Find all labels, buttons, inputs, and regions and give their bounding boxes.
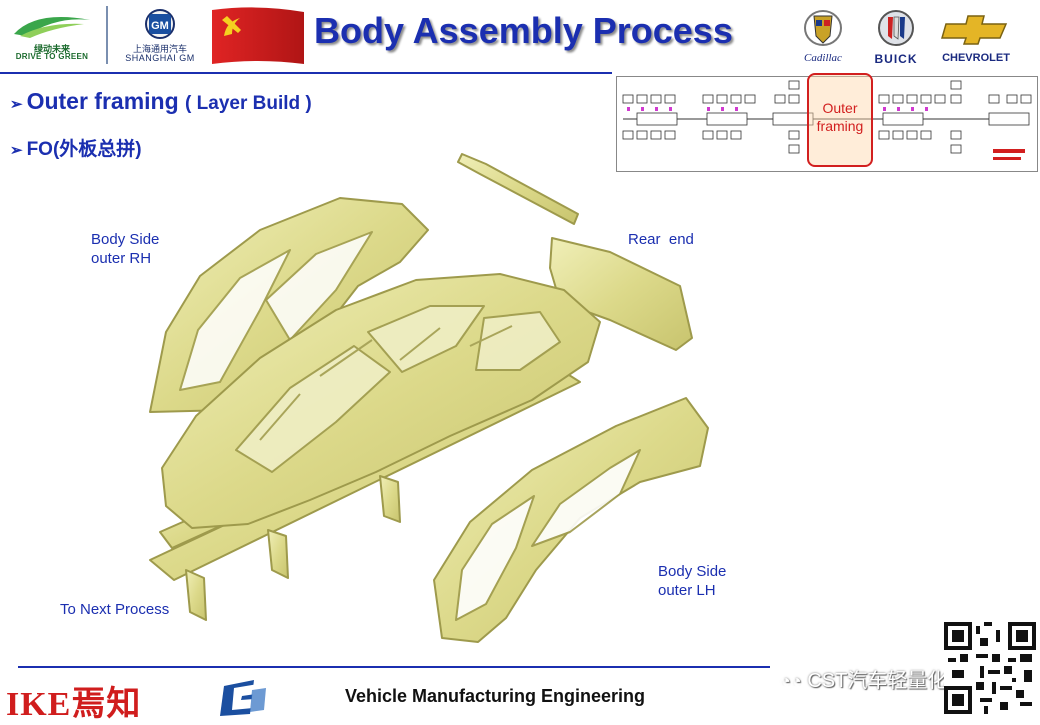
footer-rule	[18, 666, 770, 668]
page-title: Body Assembly Process	[314, 10, 733, 51]
highlight-label-framing: framing	[816, 118, 864, 134]
header-divider	[106, 6, 108, 64]
footer-center-text: Vehicle Manufacturing Engineering	[345, 686, 646, 706]
logo-left-tagline: DRIVE TO GREEN	[15, 52, 89, 61]
label-body-side-lh: Body Side outer LH	[658, 562, 726, 600]
bullet-1-main: Outer framing	[26, 88, 179, 114]
highlight-label-outer: Outer	[822, 100, 858, 116]
header-rule	[0, 72, 612, 74]
process-flow-diagram	[622, 80, 1032, 160]
green-car-swoosh-icon	[14, 17, 90, 38]
party-flag-icon	[212, 7, 304, 64]
label-body-side-rh: Body Side outer RH	[91, 230, 159, 268]
brand-buick-label: BUICK	[874, 52, 918, 66]
label-body-side-lh-line1: Body Side	[658, 563, 727, 580]
logo-sgm-english: SHANGHAI GM	[125, 53, 195, 63]
shanghai-gm-logo: GM 上海通用汽车 SHANGHAI GM	[112, 8, 208, 64]
label-body-side-rh-line2: outer RH	[91, 250, 152, 267]
label-next-process: To Next Process	[60, 601, 170, 618]
cadillac-crest-icon	[804, 10, 842, 46]
bullet-arrow-icon: ➢	[10, 96, 23, 113]
ike-logo: IKE焉知	[6, 686, 142, 723]
brand-cadillac: Cadillac	[792, 8, 854, 66]
bullet-outer-framing: ➢Outer framing ( Layer Build )	[10, 88, 312, 115]
svg-text:GM: GM	[151, 20, 169, 32]
body-in-white-illustration	[149, 153, 709, 643]
qr-code-icon	[944, 622, 1036, 714]
bullet-arrow-icon: ➢	[10, 142, 23, 159]
label-rear-end: Rear end	[628, 231, 694, 248]
gm-badge-icon: GM	[145, 9, 175, 39]
drive-to-green-logo: 绿动未来 DRIVE TO GREEN	[6, 8, 98, 64]
label-body-side-lh-line2: outer LH	[658, 582, 716, 599]
watermark-text: CST汽车轻量化	[807, 670, 948, 692]
bullet-fo: ➢FO(外板总拼)	[10, 134, 142, 161]
watermark: ◔◔ CST汽车轻量化	[780, 664, 947, 693]
brand-chevrolet-label: CHEVROLET	[942, 52, 1010, 64]
brand-buick: BUICK	[860, 8, 932, 66]
buick-shield-icon	[878, 10, 914, 46]
outer-framing-highlight: Outer framing	[807, 73, 873, 167]
logo-sgm-chinese: 上海通用汽车	[132, 44, 187, 54]
engineering-logo-icon	[220, 680, 266, 716]
logo-left-chinese: 绿动未来	[33, 44, 70, 54]
brand-chevrolet: CHEVROLET	[940, 8, 1012, 66]
bullet-2-text: FO(外板总拼)	[26, 139, 142, 160]
label-body-side-rh-line1: Body Side	[91, 231, 160, 248]
wechat-icon: ◔◔	[780, 671, 802, 691]
bullet-1-sub: ( Layer Build )	[185, 93, 312, 114]
chevrolet-bowtie-icon	[941, 15, 1008, 45]
brand-cadillac-label: Cadillac	[804, 52, 842, 64]
process-flow-inset: Outer framing	[616, 73, 1038, 172]
